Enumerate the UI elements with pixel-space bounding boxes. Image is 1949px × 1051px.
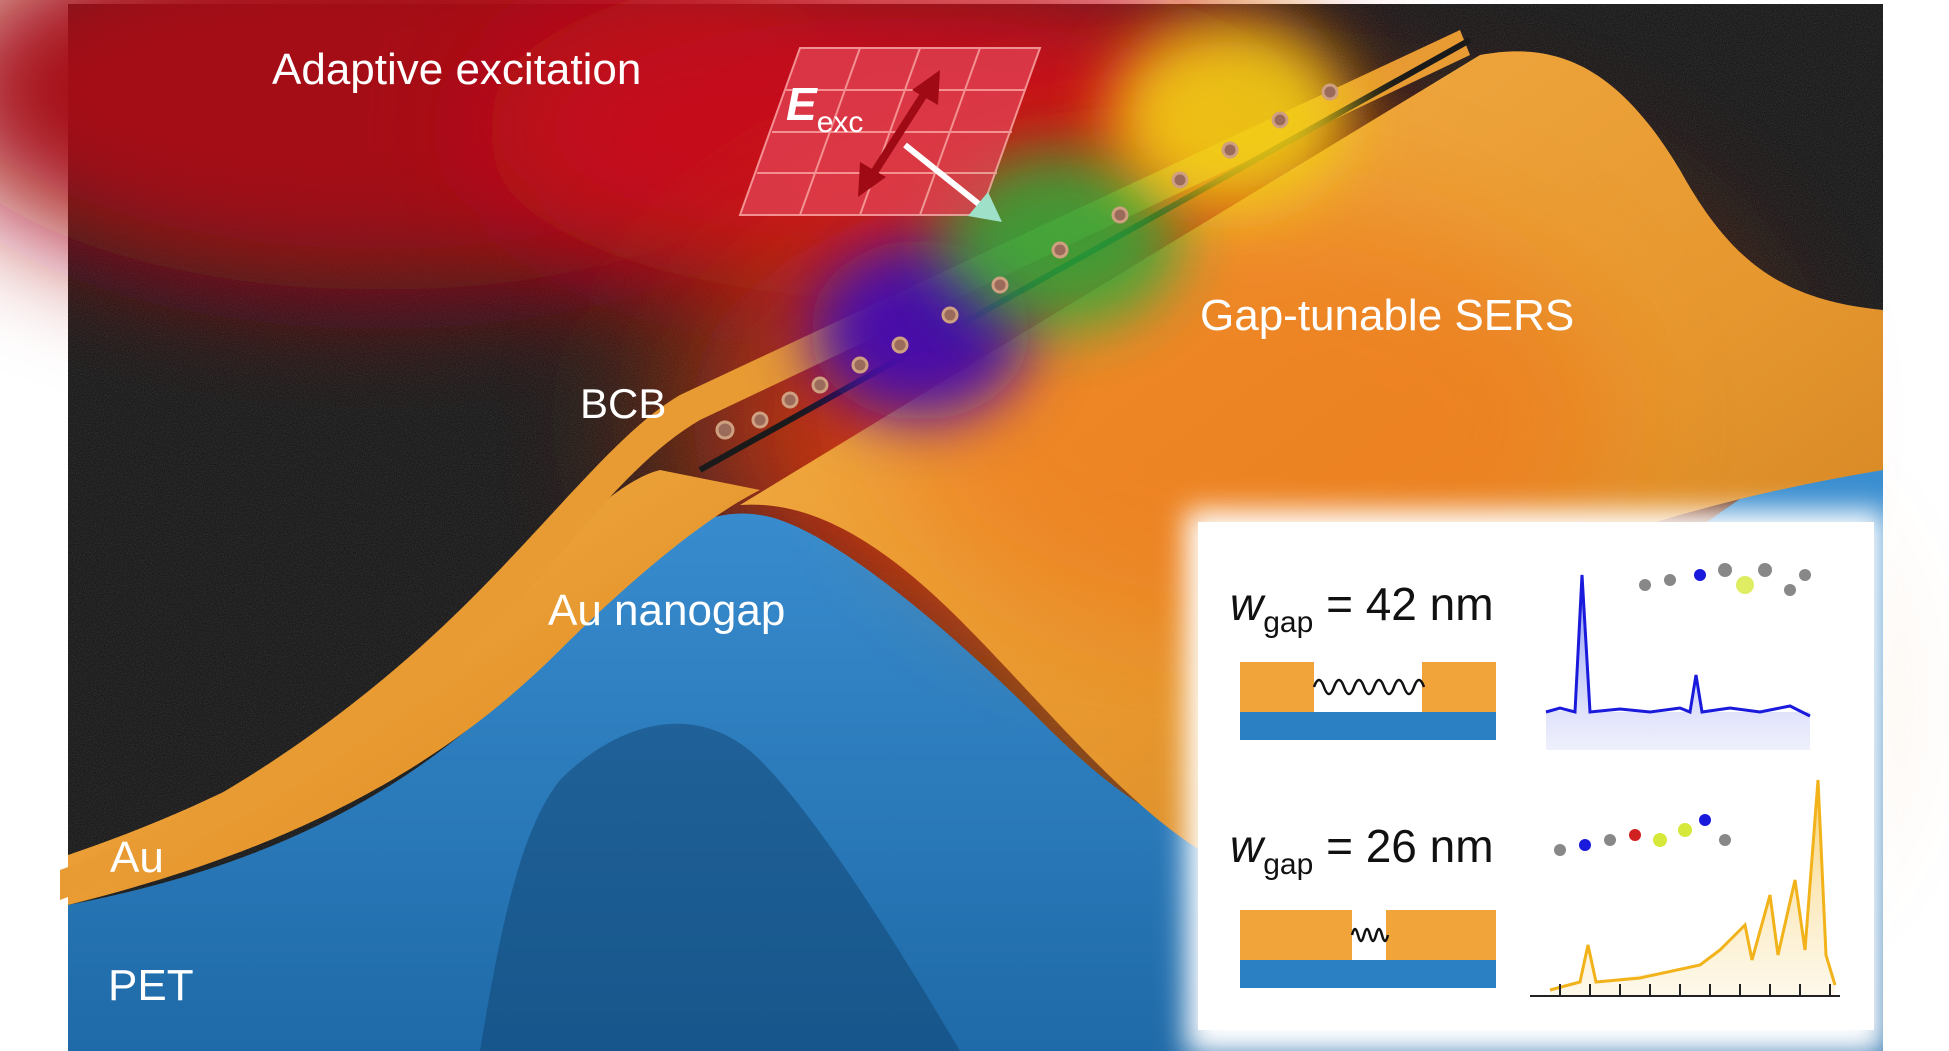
sers-inset-panel: wgap = 42 nm wgap = 26 nm [1186, 510, 1886, 1051]
gap-tunable-sers-label: Gap-tunable SERS [1200, 291, 1574, 340]
nanogap-schematic-wide [1240, 662, 1496, 740]
w-subscript: gap [1263, 606, 1313, 639]
w-symbol: w [1230, 578, 1266, 630]
molecule-icon-42nm [1639, 563, 1811, 596]
nanogap-schematic-narrow [1240, 910, 1496, 988]
gap-value: = 42 nm [1313, 578, 1493, 630]
gap-width-label-26: wgap = 26 nm [1230, 820, 1494, 881]
bcb-label: BCB [580, 380, 666, 427]
bcb-molecule-chain [715, 83, 1339, 440]
spectrum-42nm [1545, 574, 1811, 750]
excitation-arrow-icon [903, 142, 1002, 222]
e-exc-label: Eexc [786, 78, 863, 139]
polarization-arrow-icon [858, 70, 940, 197]
pet-label: PET [108, 961, 194, 1010]
au-nanogap-label: Au nanogap [548, 586, 785, 635]
e-subscript: exc [817, 106, 864, 139]
au-label: Au [110, 833, 164, 882]
w-symbol: w [1230, 820, 1266, 872]
adaptive-excitation-label: Adaptive excitation [272, 45, 641, 94]
gap-width-label-42: wgap = 42 nm [1230, 578, 1494, 639]
e-symbol: E [786, 78, 818, 130]
spectrum-axis-ticks [1559, 984, 1831, 996]
gap-value: = 26 nm [1313, 820, 1493, 872]
spectrum-26nm [1530, 779, 1840, 997]
excitation-grid [738, 47, 1042, 216]
molecule-icon-26nm [1554, 814, 1731, 856]
w-subscript: gap [1263, 848, 1313, 881]
